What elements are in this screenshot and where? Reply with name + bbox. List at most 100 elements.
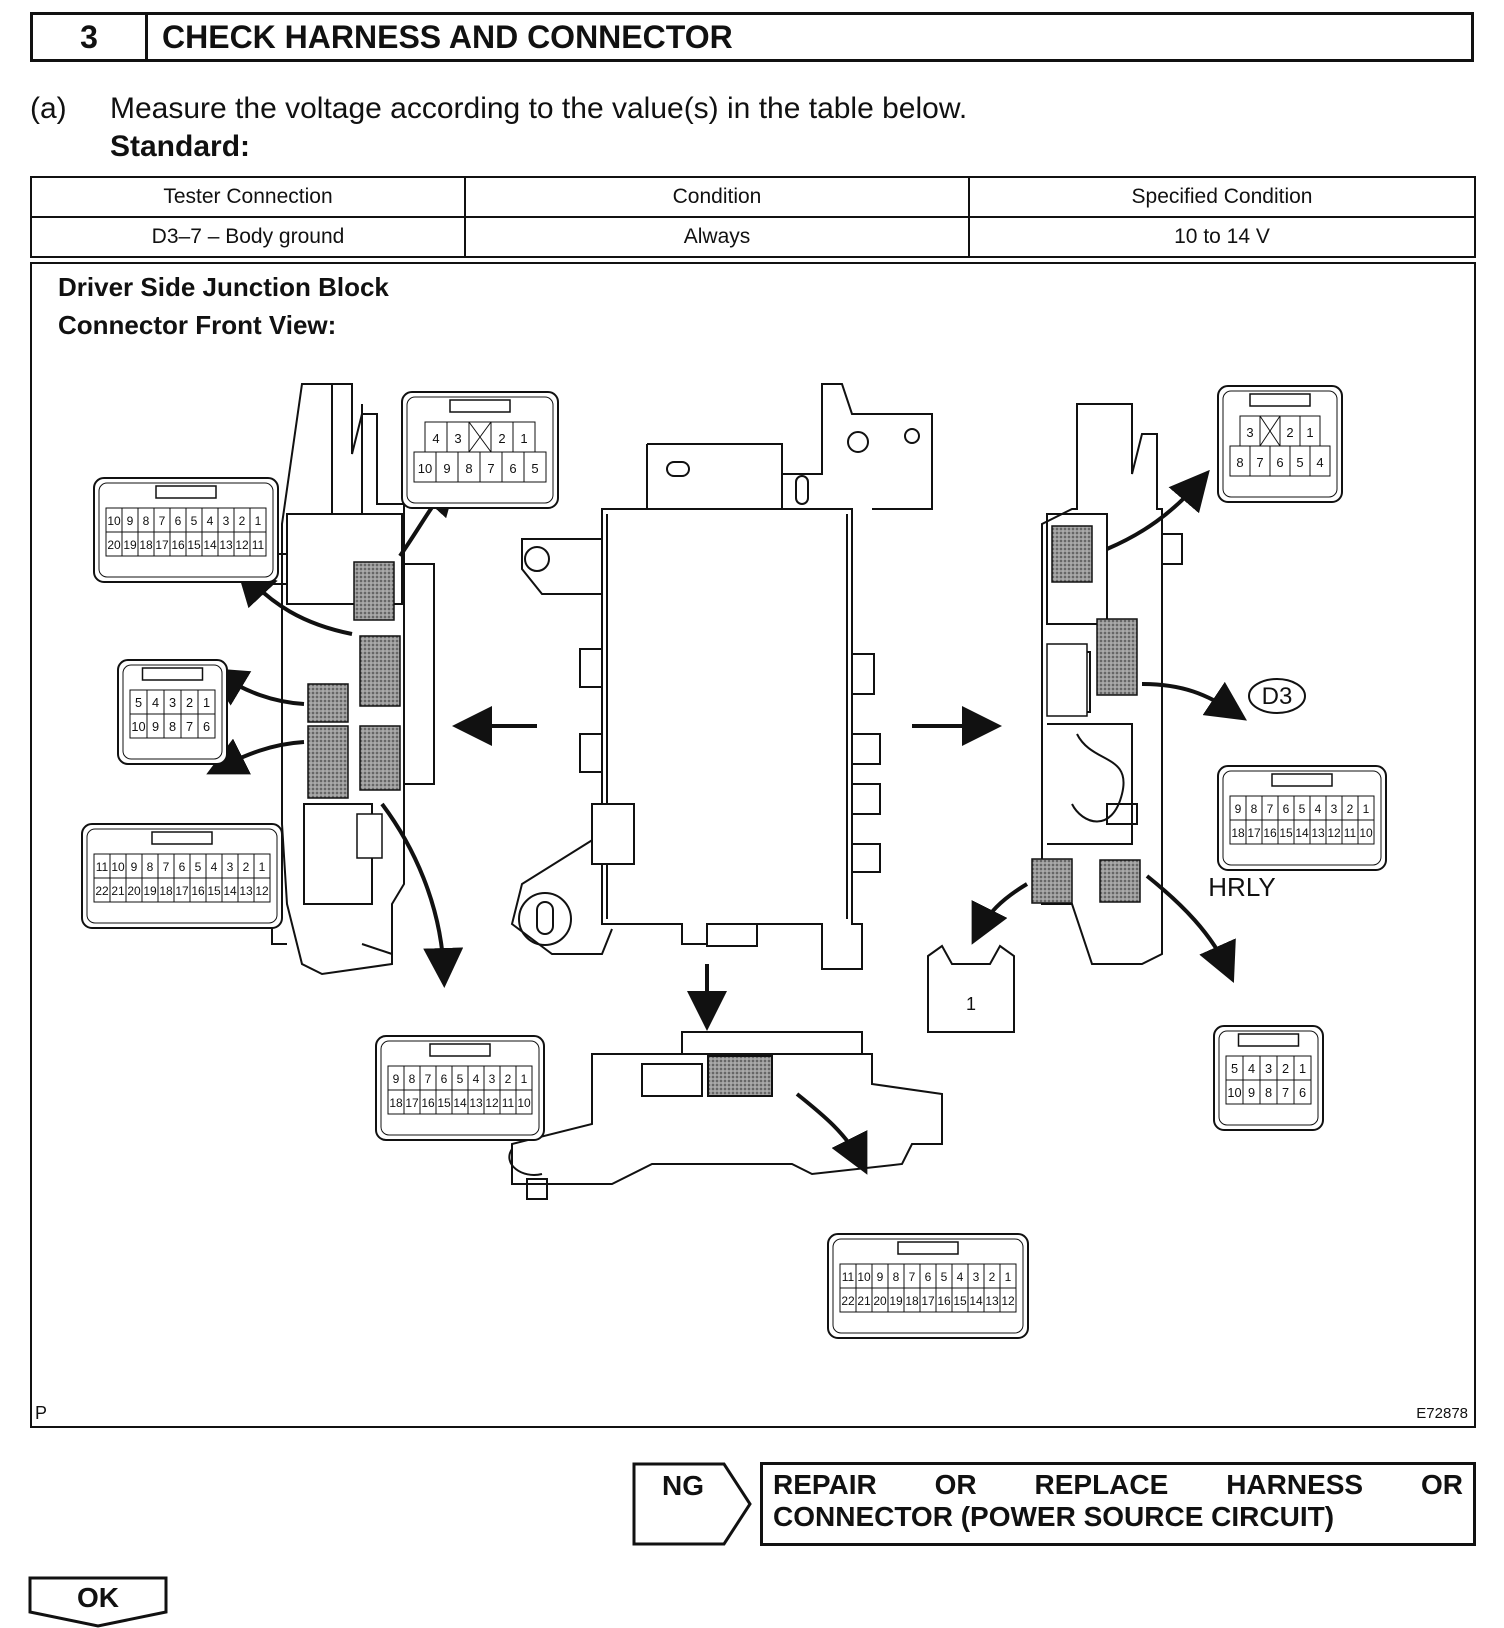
- pin-number: 5: [941, 1270, 948, 1284]
- pin-number: 17: [405, 1096, 419, 1110]
- pin-number: 16: [191, 884, 205, 898]
- pin-number: 8: [409, 1072, 416, 1086]
- pin-number: 10: [107, 514, 121, 528]
- pin-number: 11: [252, 538, 265, 552]
- pin-number: 1: [520, 431, 527, 446]
- pin-number: 5: [531, 461, 538, 476]
- pin-number: 11: [1344, 826, 1357, 840]
- pin-number: 3: [1265, 1061, 1272, 1076]
- instruction: (a)Measure the voltage according to the …: [30, 92, 967, 126]
- pin-number: 2: [505, 1072, 512, 1086]
- pin-number: 8: [893, 1270, 900, 1284]
- ng-action-word: OR: [1421, 1469, 1463, 1500]
- pin-number: 7: [163, 860, 170, 874]
- pin-number: 4: [1316, 455, 1323, 470]
- pin-number: 7: [425, 1072, 432, 1086]
- junction-block-drawing: 4321109876510987654321201918171615141312…: [81, 383, 1387, 1339]
- pin-number: 15: [1279, 826, 1293, 840]
- pin-number: 5: [1231, 1061, 1238, 1076]
- table-header-row: Tester Connection Condition Specified Co…: [30, 176, 1476, 218]
- pin-number: 3: [223, 514, 230, 528]
- pin-number: 18: [389, 1096, 403, 1110]
- pin-number: 15: [187, 538, 201, 552]
- right-connector-sockets: [1031, 525, 1141, 904]
- pin-number: 18: [1231, 826, 1245, 840]
- pin-number: 9: [1248, 1085, 1255, 1100]
- pin-number: 9: [152, 719, 159, 734]
- step-title: CHECK HARNESS AND CONNECTOR: [162, 18, 733, 55]
- figure-title-line2: Connector Front View:: [58, 310, 337, 340]
- spec-table: Tester Connection Condition Specified Co…: [30, 176, 1476, 258]
- pin-number: 3: [1331, 802, 1338, 816]
- pin-number: 10: [1227, 1085, 1241, 1100]
- pin-number: 1: [259, 860, 266, 874]
- connector-single-pin: 1: [927, 944, 1015, 1033]
- junction-block-figure: Driver Side Junction Block Connector Fro…: [30, 262, 1476, 1428]
- pin-number: 7: [159, 514, 166, 528]
- pin-number: 3: [489, 1072, 496, 1086]
- pin-number: 19: [143, 884, 157, 898]
- pin-number: 9: [127, 514, 134, 528]
- pin-number: 22: [841, 1294, 855, 1308]
- header-condition: Condition: [464, 176, 970, 218]
- pin-number: 13: [219, 538, 233, 552]
- pin-number: 16: [1263, 826, 1277, 840]
- pin-number: 4: [1248, 1061, 1255, 1076]
- figure-title: Driver Side Junction Block Connector Fro…: [58, 268, 389, 344]
- pin-number: 10: [1359, 826, 1373, 840]
- pin-number: 8: [1236, 455, 1243, 470]
- pin-number: 10: [111, 860, 125, 874]
- pin-number: 6: [175, 514, 182, 528]
- instruction-label: (a): [30, 92, 67, 125]
- pin-number: 7: [186, 719, 193, 734]
- pin-number: 12: [485, 1096, 499, 1110]
- pin-number: 14: [969, 1294, 983, 1308]
- pin-number: 13: [239, 884, 253, 898]
- pin-number: 11: [502, 1096, 515, 1110]
- pin-number: 2: [239, 514, 246, 528]
- pin-number: 1: [521, 1072, 528, 1086]
- pin-number: 2: [1282, 1061, 1289, 1076]
- pin-number: 16: [937, 1294, 951, 1308]
- ng-label: NG: [662, 1470, 704, 1501]
- pin-number: 17: [175, 884, 189, 898]
- pin-number: 6: [925, 1270, 932, 1284]
- pin-number: 11: [842, 1270, 855, 1284]
- pin-number: 17: [921, 1294, 935, 1308]
- left-connector-sockets: [307, 561, 401, 859]
- standard-label: Standard:: [110, 130, 251, 163]
- cell-condition: Always: [464, 216, 970, 258]
- pin-number: 9: [131, 860, 138, 874]
- ng-action-box: REPAIR OR REPLACE HARNESS OR CONNECTOR (…: [760, 1462, 1476, 1546]
- pin-number: 5: [135, 695, 142, 710]
- pin-number: 7: [1282, 1085, 1289, 1100]
- pin-number: 22: [95, 884, 109, 898]
- bottom-view: [508, 1031, 943, 1200]
- pin-number: 10: [131, 719, 145, 734]
- pin-number: 4: [1315, 802, 1322, 816]
- ng-action-word: REPLACE: [1034, 1469, 1169, 1500]
- d3-oval: [1248, 678, 1306, 714]
- pin-number: 3: [1246, 425, 1253, 440]
- pin-number: 14: [1295, 826, 1309, 840]
- header-specified-condition: Specified Condition: [968, 176, 1476, 218]
- pin-number: 12: [255, 884, 269, 898]
- figure-title-line1: Driver Side Junction Block: [58, 272, 389, 302]
- pin-number: 14: [223, 884, 237, 898]
- pin-number: 5: [195, 860, 202, 874]
- pin-number: 8: [147, 860, 154, 874]
- pin-number: 2: [186, 695, 193, 710]
- pin-number: 7: [487, 461, 494, 476]
- pin-number: 4: [432, 431, 439, 446]
- ok-arrow-box: [28, 1576, 168, 1628]
- pin-number: 10: [857, 1270, 871, 1284]
- pin-number: 4: [207, 514, 214, 528]
- pin-number: 6: [1276, 455, 1283, 470]
- pin-number: 10: [418, 461, 432, 476]
- pin-number: 8: [143, 514, 150, 528]
